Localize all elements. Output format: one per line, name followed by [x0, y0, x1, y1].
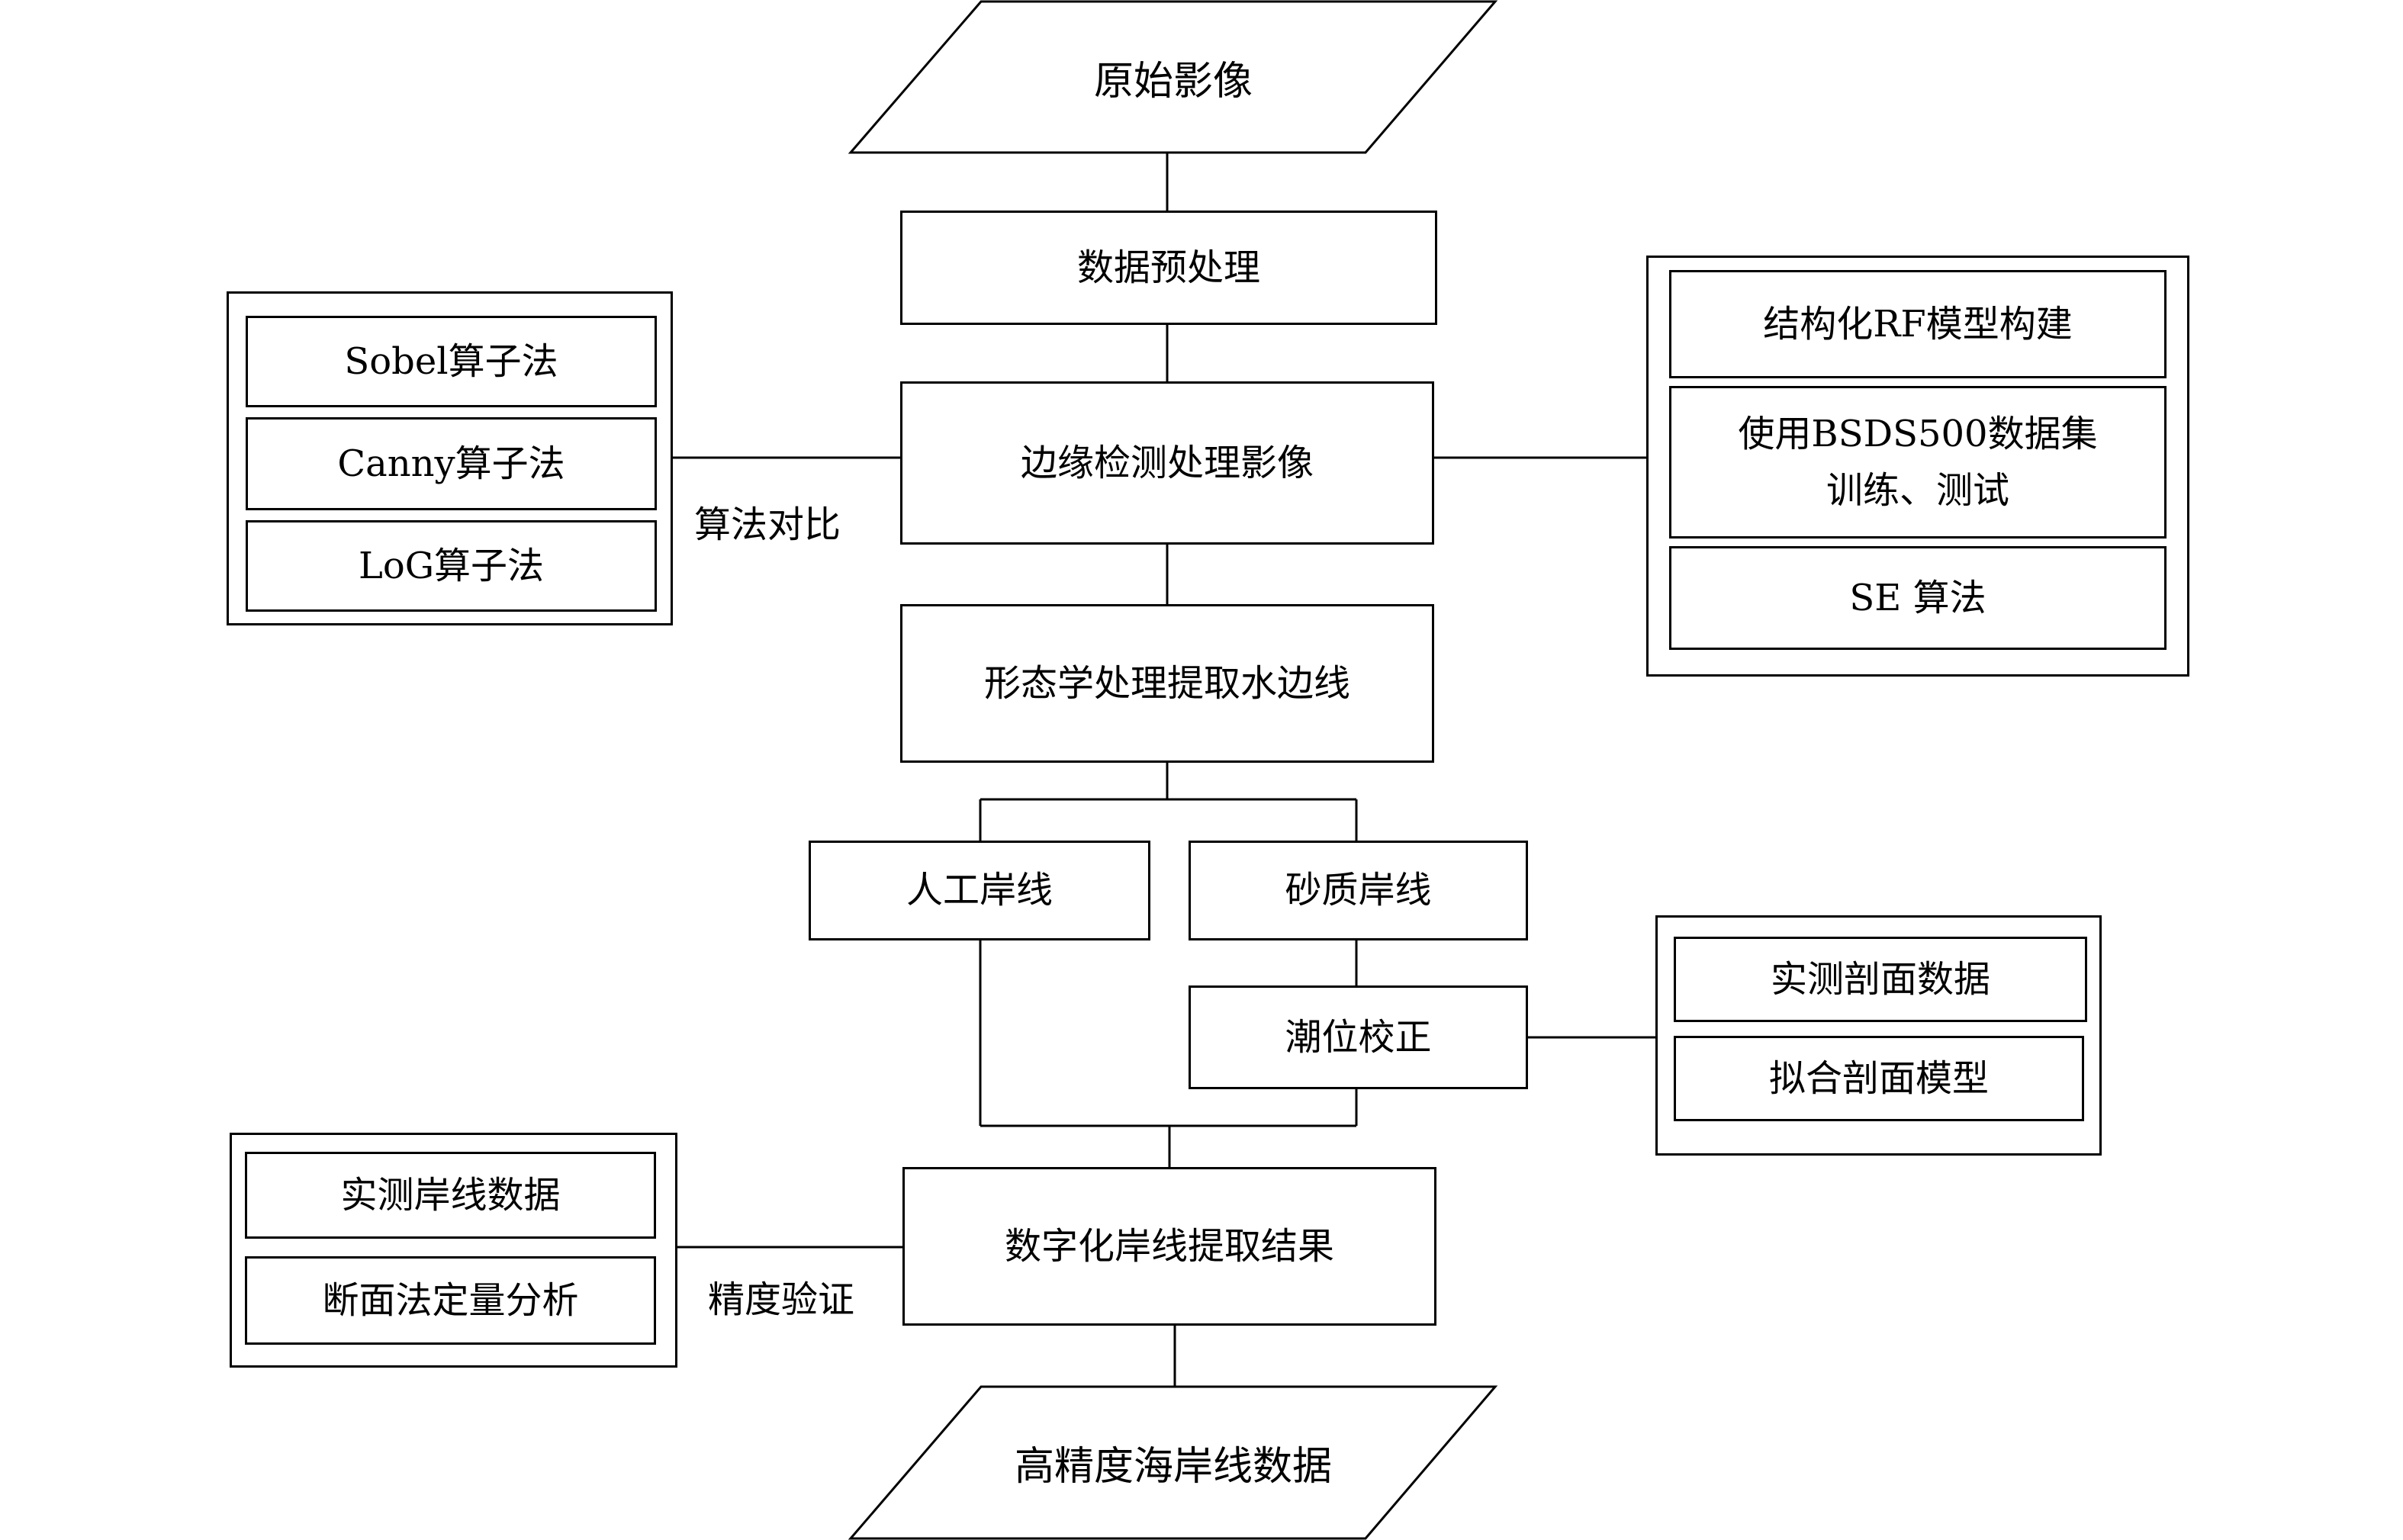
se-step-algorithm: SE 算法: [1669, 546, 2167, 650]
validation-label: 精度验证: [708, 1278, 855, 1321]
comparison-sobel: Sobel算子法: [246, 316, 657, 407]
validation-section-analysis: 断面法定量分析: [245, 1256, 656, 1345]
sandy-coast-box: 砂质岸线: [1189, 841, 1528, 940]
tide-correction-box: 潮位校正: [1189, 985, 1528, 1089]
profile-fitted-model: 拟合剖面模型: [1674, 1036, 2084, 1121]
comparison-label: 算法对比: [694, 503, 841, 546]
input-parallelogram: [848, 0, 1498, 154]
digitized-result-box: 数字化岸线提取结果: [902, 1167, 1436, 1326]
preprocess-box: 数据预处理: [900, 211, 1437, 325]
comparison-log: LoG算子法: [246, 520, 657, 612]
se-step-bsds500: 使用BSDS500数据集 训练、测试: [1669, 386, 2167, 539]
morphology-box: 形态学处理提取水边线: [900, 604, 1434, 763]
se-step-rf-model: 结构化RF模型构建: [1669, 270, 2167, 378]
output-label: 高精度海岸线数据: [1014, 1444, 1332, 1490]
validation-measured-coast: 实测岸线数据: [245, 1152, 656, 1239]
output-parallelogram: [848, 1385, 1498, 1540]
comparison-canny: Canny算子法: [246, 417, 657, 510]
edge-detection-box: 边缘检测处理影像: [900, 381, 1434, 545]
input-label: 原始影像: [1093, 58, 1253, 104]
profile-measured: 实测剖面数据: [1674, 937, 2087, 1022]
artificial-coast-box: 人工岸线: [809, 841, 1150, 940]
